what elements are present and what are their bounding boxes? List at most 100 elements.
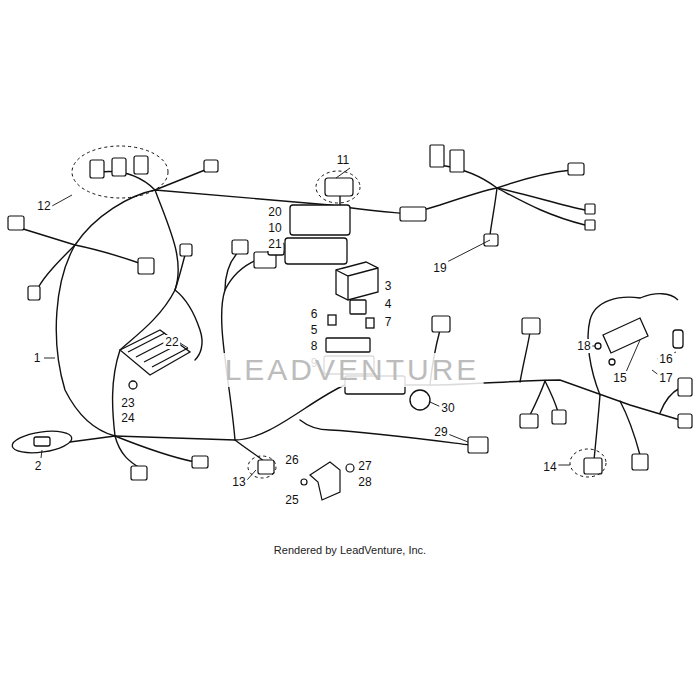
callout-number: 8 bbox=[309, 339, 320, 353]
leader-line bbox=[52, 195, 72, 206]
harness-wire bbox=[20, 228, 75, 245]
leader-line bbox=[41, 168, 676, 480]
wire-connector bbox=[632, 454, 648, 470]
watermark: LEADVENTURE bbox=[221, 353, 484, 387]
harness-wire bbox=[497, 188, 585, 225]
fuse-box bbox=[336, 268, 378, 300]
harness-wire bbox=[70, 436, 115, 442]
wire-connector bbox=[258, 460, 274, 474]
callout-number: 23 bbox=[119, 396, 136, 410]
wire-connector bbox=[678, 378, 692, 396]
harness-wire bbox=[530, 381, 545, 415]
harness-wire bbox=[20, 165, 680, 468]
wire-connector bbox=[325, 178, 353, 196]
callout-number: 2 bbox=[33, 459, 44, 473]
fuse-box bbox=[328, 315, 336, 325]
fuse-holder-loop bbox=[34, 437, 50, 446]
harness-wire bbox=[300, 420, 470, 445]
callout-number: 7 bbox=[383, 315, 394, 329]
ignition-coil bbox=[673, 330, 683, 348]
wire-connector bbox=[468, 437, 488, 453]
wire-connector bbox=[585, 204, 595, 214]
voltage-regulator bbox=[128, 333, 188, 367]
wire-connector bbox=[552, 410, 566, 424]
callout-number: 4 bbox=[383, 297, 394, 311]
leader-line bbox=[558, 465, 570, 466]
leader-line bbox=[448, 434, 468, 442]
wire-connector bbox=[568, 163, 584, 175]
harness-wire bbox=[660, 388, 680, 413]
wire-connector bbox=[430, 145, 444, 167]
harness-wire bbox=[75, 190, 410, 245]
wire-connector bbox=[131, 466, 147, 480]
mounting-bracket bbox=[301, 479, 307, 485]
harness-wire bbox=[594, 395, 600, 460]
callout-number: 3 bbox=[383, 279, 394, 293]
wire-connector bbox=[138, 258, 154, 274]
harness-wire bbox=[497, 170, 572, 188]
callout-number: 10 bbox=[266, 221, 283, 235]
group-outline bbox=[570, 449, 606, 477]
ring-gasket bbox=[410, 390, 430, 410]
harness-wire bbox=[490, 188, 497, 235]
callout-number: 17 bbox=[657, 371, 674, 385]
harness-wire bbox=[222, 258, 262, 440]
render-credit: Rendered by LeadVenture, Inc. bbox=[272, 544, 428, 556]
harness-wire bbox=[115, 436, 195, 462]
wire-connector bbox=[232, 240, 248, 254]
leader-line bbox=[626, 340, 640, 372]
harness-wire bbox=[497, 188, 585, 210]
callout-number: 5 bbox=[309, 323, 320, 337]
callout-number: 19 bbox=[431, 261, 448, 275]
fuse-box bbox=[336, 262, 378, 300]
leader-line bbox=[180, 343, 188, 348]
ignition-coil bbox=[595, 343, 601, 349]
leader-line bbox=[247, 470, 256, 480]
fuse-box bbox=[366, 318, 374, 328]
callout-number: 11 bbox=[335, 153, 351, 167]
wire-connector bbox=[8, 216, 24, 230]
wire-connector bbox=[90, 160, 104, 178]
callout-number: 25 bbox=[283, 493, 300, 507]
callout-number: 21 bbox=[266, 237, 283, 251]
wire-connector bbox=[678, 414, 692, 428]
callout-number: 28 bbox=[356, 475, 373, 489]
harness-wire bbox=[440, 165, 497, 188]
wire-connector bbox=[432, 316, 450, 332]
voltage-regulator bbox=[129, 381, 137, 389]
harness-wire bbox=[175, 255, 185, 290]
wire-connector bbox=[484, 234, 498, 246]
wire-connector bbox=[520, 414, 538, 428]
mounting-bracket bbox=[301, 462, 354, 500]
harness-wire bbox=[38, 245, 75, 288]
callout-number: 14 bbox=[541, 460, 558, 474]
fuse-box bbox=[326, 338, 370, 352]
callout-number: 12 bbox=[35, 199, 52, 213]
mounting-bracket bbox=[310, 462, 340, 500]
wire-connector bbox=[204, 160, 218, 172]
leader-line bbox=[44, 358, 55, 359]
ring-gasket bbox=[410, 390, 430, 410]
wire-connector bbox=[180, 244, 192, 256]
callout-number: 22 bbox=[163, 335, 180, 349]
ignition-coil bbox=[609, 359, 615, 365]
wire-connector bbox=[450, 150, 464, 172]
wire-connector bbox=[8, 145, 692, 480]
wire-connector bbox=[585, 220, 595, 230]
wire-connector bbox=[522, 318, 540, 334]
callout-number: 16 bbox=[657, 352, 674, 366]
callout-number: 20 bbox=[266, 205, 283, 219]
callout-number: 27 bbox=[356, 459, 373, 473]
ignition-coil bbox=[603, 318, 648, 353]
callout-number: 1 bbox=[32, 351, 43, 365]
callout-number: 13 bbox=[230, 475, 247, 489]
fuse-box bbox=[350, 300, 366, 314]
callout-number: 30 bbox=[439, 401, 456, 415]
ignition-coil bbox=[595, 294, 683, 365]
wire-connector bbox=[584, 458, 602, 474]
callout-number: 18 bbox=[575, 339, 592, 353]
harness-wire bbox=[75, 245, 145, 265]
callout-number: 6 bbox=[309, 307, 320, 321]
